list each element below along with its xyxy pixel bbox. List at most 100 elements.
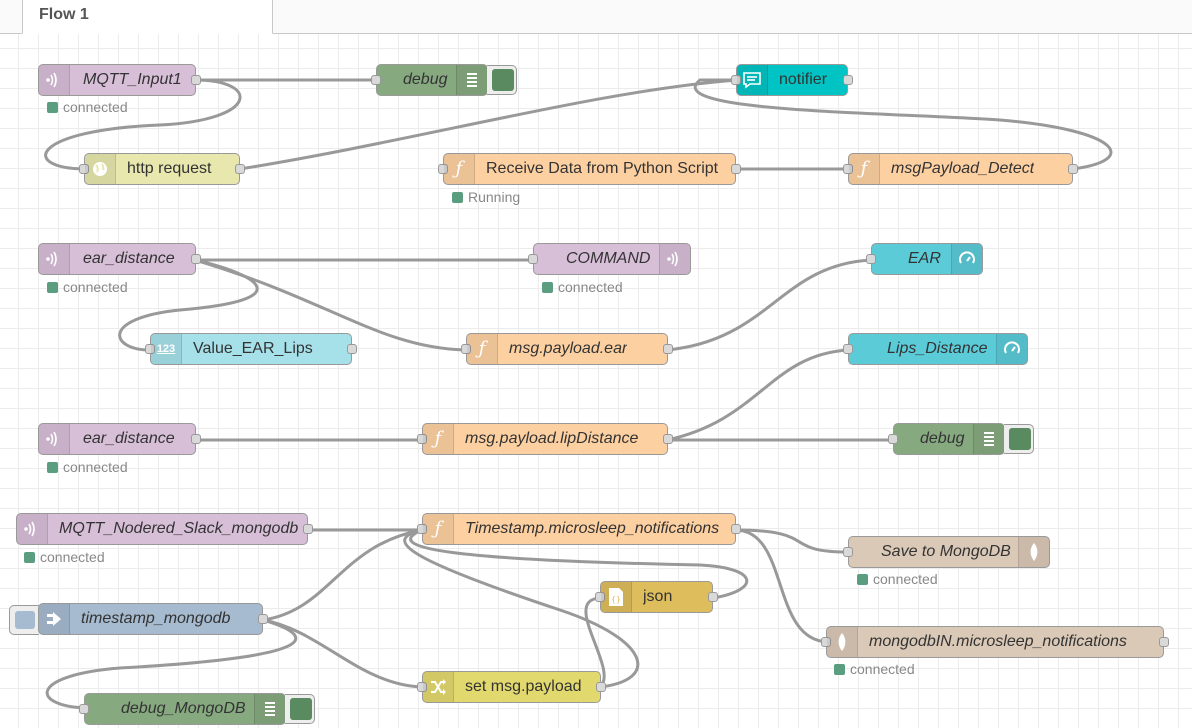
arrow-right-icon bbox=[39, 604, 70, 634]
mqtt-icon bbox=[39, 244, 70, 274]
input-port[interactable] bbox=[528, 254, 538, 264]
node-receive-python[interactable]: ƒ Receive Data from Python Script bbox=[438, 153, 741, 185]
input-port[interactable] bbox=[866, 254, 876, 264]
output-port[interactable] bbox=[303, 524, 313, 534]
input-port[interactable] bbox=[843, 164, 853, 174]
wire bbox=[693, 78, 1113, 171]
node-lips-distance[interactable]: Lips_Distance bbox=[843, 333, 1028, 365]
output-port[interactable] bbox=[258, 614, 268, 624]
node-label: COMMAND bbox=[566, 250, 651, 267]
node-msg-payload-lip[interactable]: ƒ msg.payload.lipDistance bbox=[417, 423, 673, 455]
node-json[interactable]: {} json bbox=[595, 581, 718, 613]
node-mqtt-slack[interactable]: MQTT_Nodered_Slack_mongodb bbox=[16, 513, 313, 545]
leaf-icon bbox=[1018, 537, 1049, 567]
input-port[interactable] bbox=[595, 592, 605, 602]
status-dot bbox=[47, 282, 58, 293]
input-port[interactable] bbox=[79, 704, 89, 714]
input-port[interactable] bbox=[417, 524, 427, 534]
node-label: json bbox=[643, 588, 673, 605]
wire bbox=[239, 78, 739, 171]
output-port[interactable] bbox=[191, 254, 201, 264]
inject-button[interactable] bbox=[9, 605, 39, 635]
node-command[interactable]: COMMAND bbox=[528, 243, 691, 275]
input-port[interactable] bbox=[461, 344, 471, 354]
input-port[interactable] bbox=[417, 434, 427, 444]
status-dot bbox=[47, 462, 58, 473]
node-label: debug bbox=[920, 430, 965, 447]
mqtt-icon bbox=[17, 514, 48, 544]
output-port[interactable] bbox=[596, 682, 606, 692]
debug-toggle-button[interactable] bbox=[290, 698, 312, 720]
debug-toggle-button[interactable] bbox=[492, 69, 514, 91]
input-port[interactable] bbox=[843, 344, 853, 354]
output-port[interactable] bbox=[663, 434, 673, 444]
node-value-ear-lips[interactable]: 123 Value_EAR_Lips bbox=[145, 333, 357, 365]
output-port[interactable] bbox=[191, 75, 201, 85]
node-label: Value_EAR_Lips bbox=[193, 340, 313, 357]
input-port[interactable] bbox=[821, 637, 831, 647]
node-label: Receive Data from Python Script bbox=[486, 160, 719, 177]
output-port[interactable] bbox=[1159, 637, 1169, 647]
node-debug-mongodb[interactable]: debug_MongoDB bbox=[79, 693, 286, 725]
globe-icon bbox=[85, 154, 116, 184]
node-label: set msg.payload bbox=[465, 678, 582, 695]
node-label: timestamp_mongodb bbox=[81, 610, 231, 627]
debug-toggle-button[interactable] bbox=[1009, 428, 1031, 450]
tab-flow-1[interactable]: Flow 1 bbox=[22, 0, 273, 34]
output-port[interactable] bbox=[1068, 164, 1078, 174]
node-http-request[interactable]: http request bbox=[79, 153, 245, 185]
node-msg-payload-ear[interactable]: ƒ msg.payload.ear bbox=[461, 333, 673, 365]
output-port[interactable] bbox=[235, 164, 245, 174]
node-ear-distance[interactable]: ear_distance bbox=[38, 423, 201, 455]
wire bbox=[584, 596, 606, 689]
node-label: Save to MongoDB bbox=[881, 543, 1011, 560]
node-ear-distance[interactable]: ear_distance bbox=[38, 243, 201, 275]
output-port[interactable] bbox=[731, 164, 741, 174]
list-icon bbox=[973, 424, 1004, 454]
node-mongodb-in[interactable]: mongodbIN.microsleep_notifications bbox=[821, 626, 1169, 658]
mqtt-icon bbox=[39, 424, 70, 454]
node-label: msg.payload.ear bbox=[509, 340, 628, 357]
comment-icon bbox=[737, 65, 768, 95]
input-port[interactable] bbox=[843, 547, 853, 557]
node-label: EAR bbox=[908, 250, 941, 267]
node-mqtt-input1[interactable]: MQTT_Input1 bbox=[38, 64, 201, 96]
node-status: Running bbox=[452, 189, 520, 205]
node-debug[interactable]: debug bbox=[888, 423, 1005, 455]
node-notifier[interactable]: notifier bbox=[731, 64, 853, 96]
output-port[interactable] bbox=[843, 75, 853, 85]
node-timestamp-notifications[interactable]: ƒ Timestamp.microsleep_notifications bbox=[417, 513, 741, 545]
json-icon: {} bbox=[601, 582, 632, 612]
output-port[interactable] bbox=[347, 344, 357, 354]
input-port[interactable] bbox=[79, 164, 89, 174]
node-ear-gauge[interactable]: EAR bbox=[866, 243, 983, 275]
node-label: Lips_Distance bbox=[887, 340, 988, 357]
tab-bar: Flow 1 bbox=[0, 0, 1192, 34]
mqtt-icon bbox=[39, 65, 70, 95]
wire bbox=[194, 258, 467, 352]
output-port[interactable] bbox=[731, 524, 741, 534]
node-timestamp-mongodb[interactable]: timestamp_mongodb bbox=[38, 603, 268, 635]
output-port[interactable] bbox=[708, 592, 718, 602]
function-icon: ƒ bbox=[467, 334, 498, 364]
node-set-payload[interactable]: set msg.payload bbox=[417, 671, 606, 703]
input-port[interactable] bbox=[371, 75, 381, 85]
node-label: http request bbox=[127, 160, 212, 177]
node-status: connected bbox=[542, 279, 623, 295]
node-status: connected bbox=[47, 99, 128, 115]
wire bbox=[666, 348, 849, 442]
node-save-mongodb[interactable]: Save to MongoDB bbox=[843, 536, 1050, 568]
node-msg-payload-detect[interactable]: ƒ msgPayload_Detect bbox=[843, 153, 1078, 185]
output-port[interactable] bbox=[191, 434, 201, 444]
node-debug[interactable]: debug bbox=[371, 64, 488, 96]
input-port[interactable] bbox=[888, 434, 898, 444]
status-dot bbox=[452, 192, 463, 203]
input-port[interactable] bbox=[438, 164, 448, 174]
input-port[interactable] bbox=[417, 682, 427, 692]
status-dot bbox=[24, 552, 35, 563]
output-port[interactable] bbox=[663, 344, 673, 354]
input-port[interactable] bbox=[145, 344, 155, 354]
input-port[interactable] bbox=[731, 75, 741, 85]
node-label: ear_distance bbox=[83, 430, 175, 447]
